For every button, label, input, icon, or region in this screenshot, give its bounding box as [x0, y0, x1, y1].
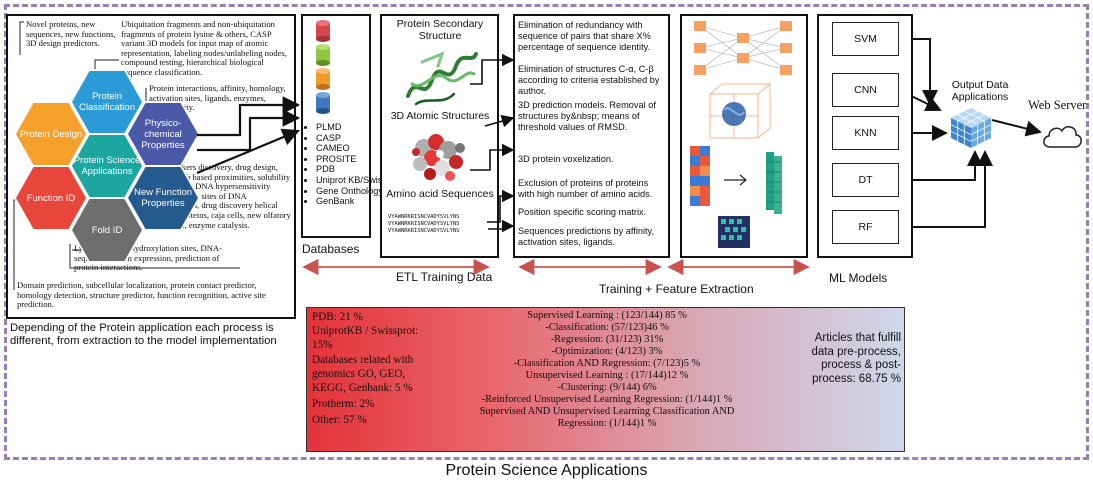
- database-item: Gene Onthology: [316, 186, 404, 197]
- step-sequence-predictions: Sequences predictions by affinity, activ…: [518, 226, 655, 247]
- step-3d-prediction: 3D prediction models. Removal of structu…: [518, 100, 656, 132]
- database-cylinders: [316, 20, 330, 114]
- step-exclusion: Exclusion of proteins of proteins with h…: [518, 178, 653, 199]
- stats-center-line: Supervised Learning : (123/144) 85 %: [527, 310, 687, 321]
- stats-left-line: Other: 57 %: [312, 414, 367, 426]
- stats-left-line: UniprotKB / Swissprot:: [312, 325, 419, 337]
- database-item: Uniprot KB/SwissPort: [316, 175, 404, 186]
- annotation-biomarkers: Biomarkers discovery, drug design, meta-…: [156, 162, 291, 230]
- output-data-label: Output Data Applications: [951, 79, 1009, 103]
- stats-right-line: Articles that fulfill: [814, 332, 901, 344]
- stats-left-line: Databases related with: [312, 354, 414, 366]
- step-redundancy: Elimination of redundancy with sequence …: [518, 20, 651, 52]
- etl-training-label: ETL Training Data: [396, 270, 493, 284]
- statistics-summary-box: PDB: 21 % UniprotKB / Swissprot: 15% Dat…: [306, 307, 905, 452]
- stats-left-line: KEGG, Genbank: 5 %: [312, 382, 413, 394]
- databases-label: Databases: [302, 242, 360, 256]
- step-voxelization: 3D protein voxelization.: [518, 154, 614, 164]
- stats-center-line: -Optimization: (4/123) 3%: [551, 346, 663, 357]
- sequence-matrix-image: [690, 146, 782, 248]
- outer-dashed-frame: [4, 4, 1089, 460]
- sequence-line: VYAWNRKRISNCVADYSVLYNS: [388, 214, 460, 220]
- stats-center-line: Regression: (1/144)1 %: [557, 418, 657, 429]
- database-item: PLMD: [316, 122, 404, 133]
- databases-box: [301, 14, 371, 238]
- database-list: PLMD CASP CAMEO PROSITE PDB Uniprot KB/S…: [304, 122, 404, 207]
- model-knn: KNN: [832, 116, 899, 150]
- left-panel-caption: Depending of the Protein application eac…: [10, 322, 277, 347]
- step-pssm: Position specific scoring matrix.: [518, 207, 647, 217]
- sequence-line: VYAWNRKRISNCVADYSVLYNS: [388, 221, 460, 227]
- ml-models-label: ML Models: [829, 271, 888, 285]
- step-elimination-structures: Elimination of structures C-α, C-β accor…: [518, 64, 660, 96]
- data-cube-icon: [950, 108, 992, 148]
- stats-center-line: -Clustering: (9/144) 6%: [557, 382, 657, 393]
- stats-right-block: Articles that fulfill data pre-process, …: [781, 332, 902, 386]
- sequence-line: VYAWNRKRISNCVADYSVLYNS: [388, 228, 460, 234]
- stats-center-line: -Classification: (57/123)46 %: [545, 322, 669, 333]
- hex-physicochemical-properties: Physico-chemical Properties: [128, 103, 198, 165]
- preprocessing-steps-box: [513, 14, 670, 258]
- hex-new-function-properties: New Function Properties: [128, 167, 198, 229]
- database-item: GenBank: [316, 196, 404, 207]
- database-item: PDB: [316, 164, 404, 175]
- stats-left-line: PDB: 21 %: [312, 311, 363, 323]
- cloud-icon: [1043, 126, 1082, 148]
- stats-left-line: Protherm: 2%: [312, 398, 375, 410]
- stats-right-line: process & post-: [821, 359, 901, 372]
- secondary-structure-title: Protein Secondary Structure: [396, 18, 484, 42]
- annotation-domain: Domain prediction, subcellular localizat…: [17, 280, 266, 310]
- annotation-ubiquitination: Ubiquitation fragments and non-ubiquitat…: [121, 19, 287, 77]
- neural-network-image: [694, 21, 792, 75]
- annotation-lysine: Lysine variants, hydroxylation sites, DN…: [74, 243, 222, 273]
- helix-structure-image: [406, 51, 478, 106]
- annotation-novel: Novel proteins, new sequences, new funct…: [26, 19, 116, 49]
- stats-right-line: process: 68.75 %: [812, 372, 901, 385]
- stats-center-line: -Reinforced Unsupervised Learning Regres…: [481, 394, 733, 405]
- figure-title: Protein Science Applications: [445, 462, 648, 479]
- database-item: CASP: [316, 133, 404, 144]
- atomic-structure-image: [412, 134, 465, 181]
- stats-left-line: 15%: [312, 339, 333, 351]
- database-item: CAMEO: [316, 143, 404, 154]
- stats-center-line: Unsupervised Learning : (17/144)12 %: [525, 370, 689, 381]
- amino-acid-title: Amino acid Sequences: [386, 188, 494, 200]
- stats-center-line: -Classification AND Regression: (7/123)5…: [513, 358, 701, 369]
- sequence-sample: VYAWNRKRISNCVADYSVLYNS VYAWNRKRISNCVADYS…: [388, 214, 459, 235]
- training-feature-label: Training + Feature Extraction: [599, 282, 754, 296]
- stats-center-line: Supervised AND Unsupervised Learning Cla…: [479, 406, 735, 417]
- stats-left-line: genomics GO, GEO,: [312, 368, 406, 380]
- database-item: PROSITE: [316, 154, 404, 165]
- atomic-structures-title: 3D Atomic Structures: [390, 110, 490, 122]
- stats-center-line: -Regression: (31/123) 31%: [550, 334, 664, 345]
- web-server-label: Web Server: [1028, 98, 1087, 112]
- model-dt: DT: [832, 163, 899, 197]
- stats-right-line: data pre-process,: [811, 345, 902, 358]
- model-svm: SVM: [832, 22, 899, 56]
- model-cnn: CNN: [832, 73, 899, 107]
- voxel-cube-image: [709, 83, 772, 139]
- model-rf: RF: [832, 210, 899, 244]
